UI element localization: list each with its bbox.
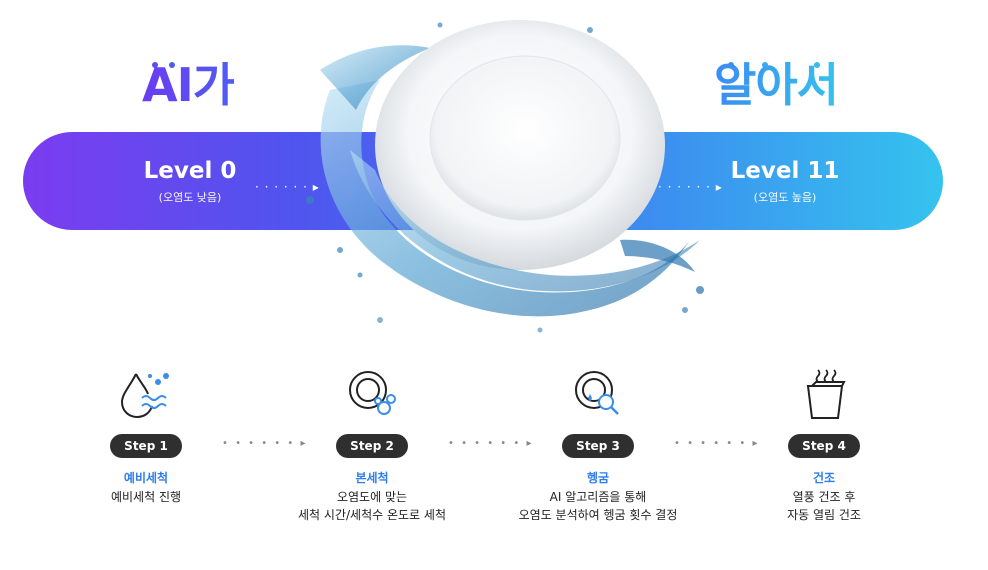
level-end-sub: (오염도 높음) — [753, 191, 817, 204]
step-arrow-icon: • • • • • • ▸ — [674, 438, 760, 449]
level-end-label: Level 11 — [730, 158, 840, 184]
step-3: Step 3 헹굼 AI 알고리즘을 통해 오염도 분석하여 헹굼 횟수 결정 — [488, 434, 708, 524]
headline-automatic: 알아서 — [714, 58, 839, 112]
step-arrow-icon: • • • • • • ▸ — [448, 438, 534, 449]
headline-dot — [814, 62, 820, 68]
dotted-arrow-right: · · · · · · ▸ — [658, 180, 723, 194]
step-desc: 예비세척 진행 — [110, 490, 182, 505]
level-start-label: Level 0 — [143, 158, 237, 184]
step-2: Step 2 본세척 오염도에 맞는 세척 시간/세척수 온도로 세척 — [262, 434, 482, 524]
headline-dot — [169, 62, 175, 68]
step-badge: Step 4 — [788, 434, 860, 459]
step-badge: Step 2 — [336, 434, 408, 459]
step-arrow-icon: • • • • • • ▸ — [222, 438, 308, 449]
plate-splash-image — [290, 10, 720, 350]
headline-dot — [152, 62, 158, 68]
headline-dot — [728, 62, 734, 68]
step-title: 본세척 — [355, 471, 389, 486]
headline-dot — [762, 62, 768, 68]
step-badge: Step 1 — [110, 434, 182, 459]
level-start-sub: (오염도 낮음) — [158, 191, 222, 204]
step-desc: AI 알고리즘을 통해 오염도 분석하여 헹굼 횟수 결정 — [518, 490, 678, 523]
plate-magnifier-icon — [575, 371, 619, 415]
dotted-arrow-left: · · · · · · ▸ — [255, 180, 320, 194]
step-title: 헹굼 — [586, 471, 610, 486]
step-1: Step 1 예비세척 예비세척 진행 — [36, 434, 256, 506]
step-4: Step 4 건조 열풍 건조 후 자동 열림 건조 — [714, 434, 934, 524]
level-start: Level 0 (오염도 낮음) — [130, 160, 250, 205]
step-title: 건조 — [812, 471, 836, 486]
drying-icon — [806, 369, 846, 419]
step-desc: 오염도에 맞는 세척 시간/세척수 온도로 세척 — [298, 490, 446, 523]
plate-bubbles-icon — [349, 371, 396, 415]
water-drop-icon — [120, 373, 169, 419]
step-title: 예비세척 — [123, 471, 169, 486]
level-end: Level 11 (오염도 높음) — [722, 160, 848, 205]
step-desc: 열풍 건조 후 자동 열림 건조 — [787, 490, 861, 523]
step-badge: Step 3 — [562, 434, 634, 459]
headline-ai: AI가 — [142, 58, 235, 112]
